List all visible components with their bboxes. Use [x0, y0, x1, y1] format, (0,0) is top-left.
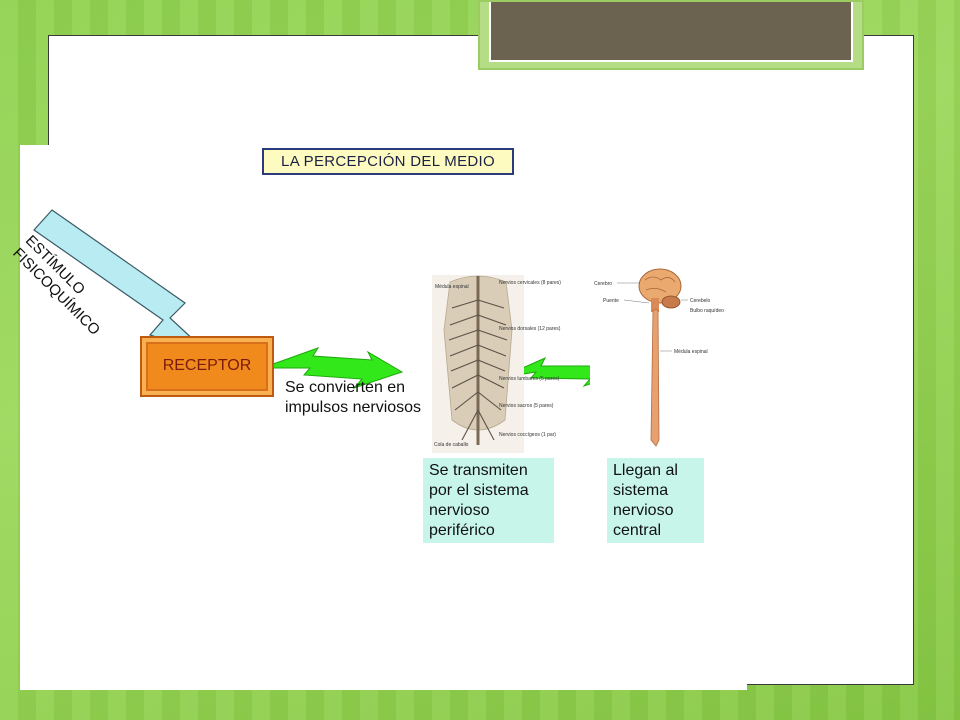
- step-3-line-3: nervioso: [613, 502, 674, 519]
- step-1-line-2: impulsos nerviosos: [285, 399, 422, 416]
- label-coccigeos: Nervios coccígeos (1 par): [499, 432, 556, 438]
- step-1-line-1: Se convierten en: [285, 379, 406, 396]
- lightning-arrow-1: [261, 347, 404, 390]
- peripheral-nervous-system-image: Médula espinal Nervios cervicales (8 par…: [432, 275, 561, 453]
- step-2-line-1: Se transmiten: [429, 462, 528, 479]
- central-nervous-system-image: Cerebro Puente Cerebelo Bulbo raquídeo M…: [590, 265, 730, 450]
- step-2-line-3: nervioso: [429, 502, 490, 519]
- label-dorsales: Nervios dorsales (12 pares): [499, 326, 561, 332]
- label-puente: Puente: [603, 298, 619, 304]
- step-3-line-1: Llegan al: [613, 462, 678, 479]
- diagram-title: LA PERCEPCIÓN DEL MEDIO: [262, 148, 514, 175]
- label-medula-central: Médula espinal: [674, 349, 708, 355]
- step-2-line-4: periférico: [429, 522, 495, 539]
- label-cerebro: Cerebro: [594, 281, 612, 287]
- step-3-line-2: sistema: [613, 482, 669, 499]
- title-placeholder: [489, 2, 853, 62]
- receptor-label: RECEPTOR: [162, 357, 252, 374]
- label-cervicales: Nervios cervicales (8 pares): [499, 280, 561, 286]
- label-bulbo: Bulbo raquídeo: [690, 308, 724, 314]
- step-1-caption: Se convierten en impulsos nerviosos: [285, 378, 421, 418]
- step-3-line-4: central: [613, 522, 662, 539]
- step-2-line-2: por el sistema: [429, 482, 529, 499]
- label-sacros: Nervios sacros (5 pares): [499, 403, 554, 409]
- label-lumbares: Nervios lumbares (5 pares): [499, 376, 560, 382]
- label-cerebelo: Cerebelo: [690, 298, 711, 304]
- label-medula-peripheral: Médula espinal: [435, 284, 469, 290]
- step-3-caption-box: Llegan al sistema nervioso central: [607, 458, 704, 543]
- label-cola: Cola de caballo: [434, 442, 469, 448]
- title-tab: [478, 0, 864, 70]
- step-2-caption-box: Se transmiten por el sistema nervioso pe…: [423, 458, 554, 543]
- receptor-box: RECEPTOR: [140, 336, 274, 397]
